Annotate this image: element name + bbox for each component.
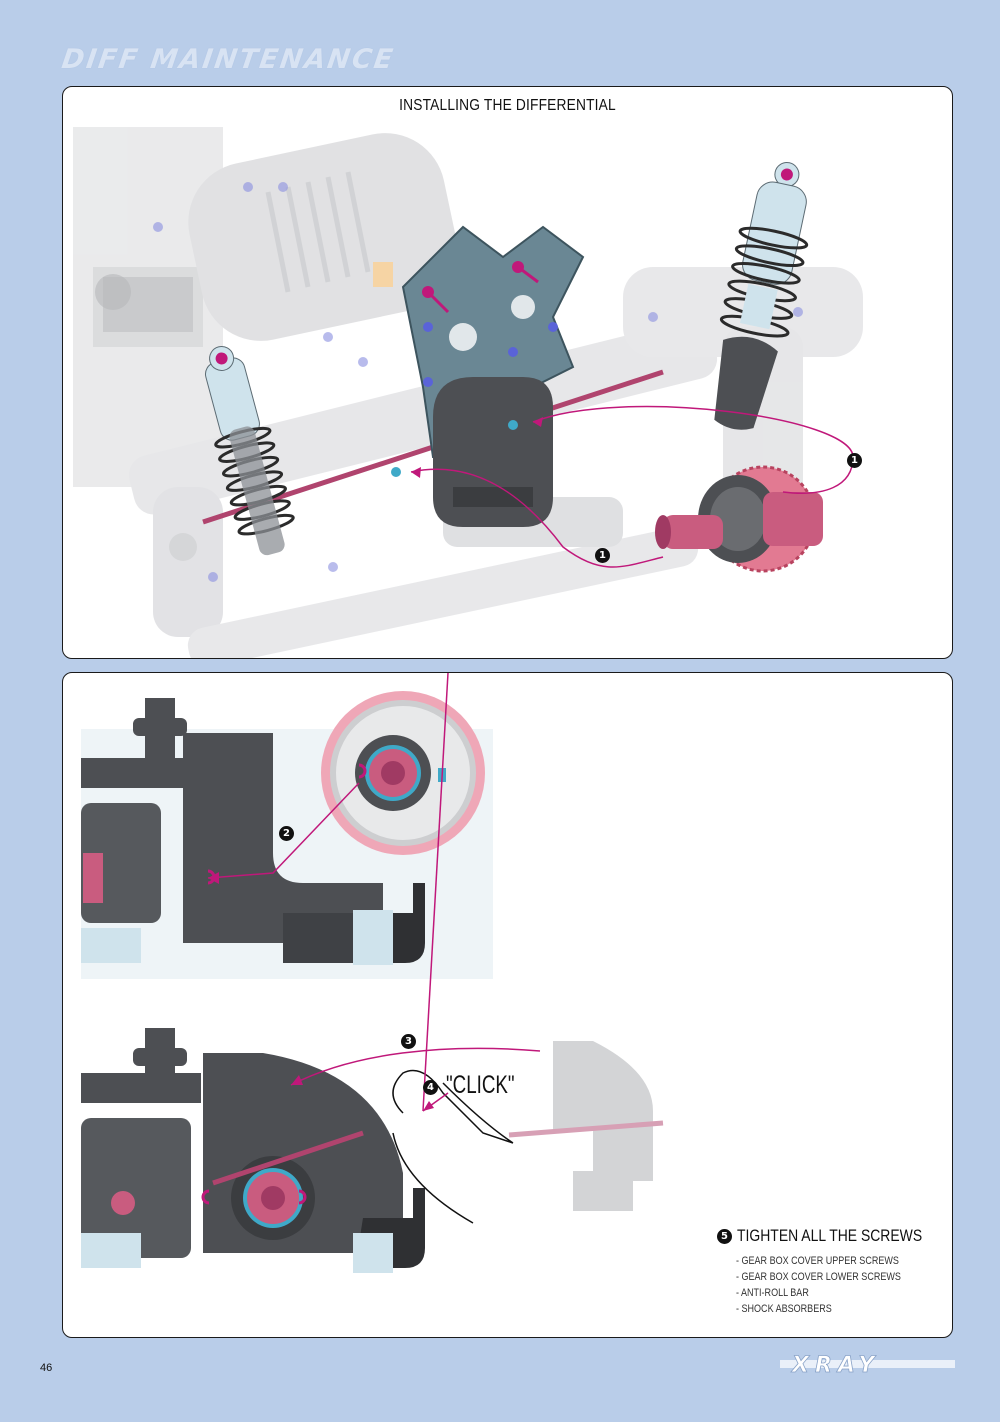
gearbox-assembly-panel: 2 3 4 "CLICK" 5 TIGHTEN ALL THE SCREWS -… — [62, 672, 953, 1338]
xray-logo: XRAY — [780, 1353, 955, 1378]
gearbox-view-open — [81, 698, 493, 979]
page-title: DIFF MAINTENANCE — [59, 44, 397, 75]
step-4-badge: 4 — [423, 1080, 438, 1095]
step-1-badge-left: 1 — [595, 548, 610, 563]
list-item: - GEAR BOX COVER LOWER SCREWS — [736, 1271, 901, 1283]
chassis-illustration — [73, 127, 863, 658]
tighten-screws-title: TIGHTEN ALL THE SCREWS — [737, 1226, 923, 1245]
installing-differential-panel: INSTALLING THE DIFFERENTIAL — [62, 86, 953, 659]
panel-title: INSTALLING THE DIFFERENTIAL — [399, 97, 616, 114]
diff-gear-detail — [321, 691, 485, 855]
page-number: 46 — [40, 1362, 53, 1374]
step-3-badge: 3 — [401, 1034, 416, 1049]
step-1-badge-right: 1 — [847, 453, 862, 468]
step-5-badge: 5 — [717, 1229, 732, 1244]
gearbox-illustrations — [81, 673, 664, 1273]
click-label: "CLICK" — [446, 1071, 515, 1099]
list-item: - SHOCK ABSORBERS — [736, 1303, 832, 1315]
step-2-badge: 2 — [279, 826, 294, 841]
list-item: - GEAR BOX COVER UPPER SCREWS — [736, 1255, 899, 1267]
list-item: - ANTI-ROLL BAR — [736, 1287, 809, 1299]
tighten-screws-list: - GEAR BOX COVER UPPER SCREWS - GEAR BOX… — [736, 1253, 901, 1317]
gearbox-view-closed — [81, 1028, 425, 1273]
brand-name: XRAY — [790, 1353, 880, 1378]
